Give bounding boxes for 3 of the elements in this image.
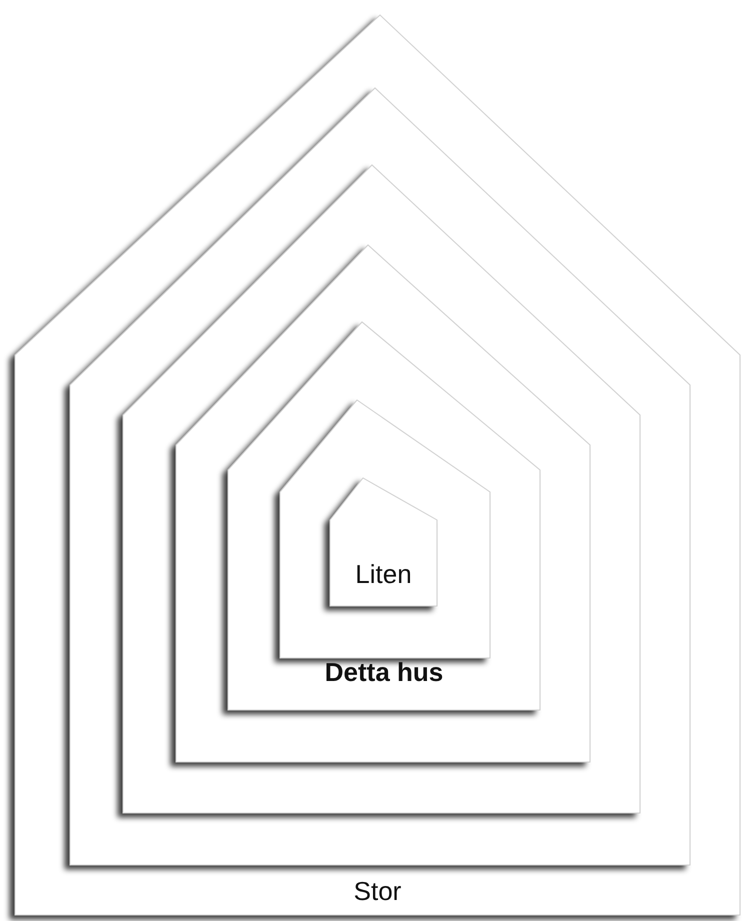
house-label: Liten [354, 559, 413, 590]
house-label: Stor [352, 876, 402, 907]
house-label: Detta hus [324, 657, 444, 688]
